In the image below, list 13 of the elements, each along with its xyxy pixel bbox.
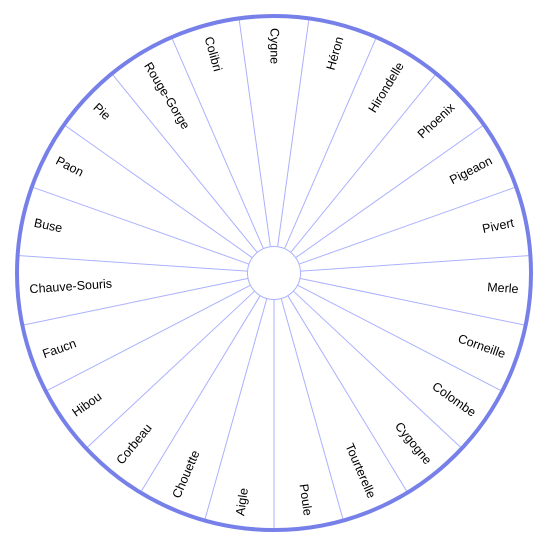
segment-label: Merle bbox=[486, 280, 519, 298]
segment-label: Chauve-Souris bbox=[29, 276, 113, 298]
segment-label: Buse bbox=[32, 216, 64, 236]
segment-label: Poule bbox=[296, 483, 315, 517]
segment-label: Colibri bbox=[200, 35, 225, 74]
segment-label: Faucn bbox=[40, 336, 78, 362]
segment-label: Cygne bbox=[266, 28, 282, 64]
segment-label: Paon bbox=[53, 154, 86, 180]
segment-label: Aigle bbox=[233, 487, 252, 517]
segment-label: Pivert bbox=[481, 216, 516, 237]
segment-label: Héron bbox=[324, 35, 348, 72]
segment-label: Pie bbox=[90, 100, 114, 124]
hub-circle bbox=[247, 246, 301, 300]
